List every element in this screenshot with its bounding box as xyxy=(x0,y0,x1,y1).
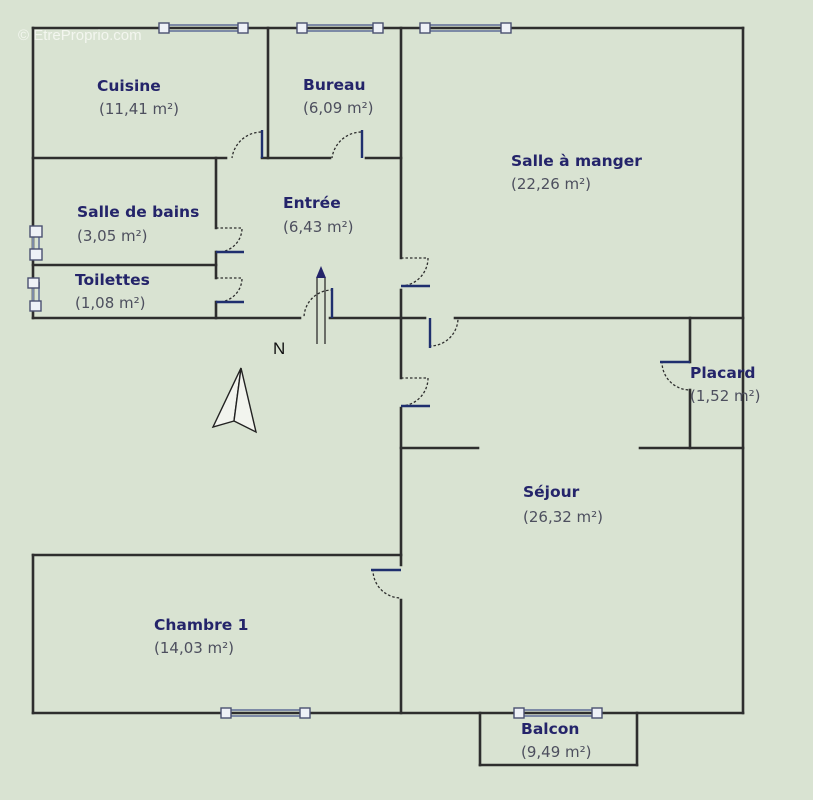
room-area: (6,09 m²) xyxy=(303,99,374,117)
room-area: (3,05 m²) xyxy=(77,227,148,245)
room-salle-a-manger: Salle à manger (22,26 m²) xyxy=(511,152,642,193)
room-balcon: Balcon (9,49 m²) xyxy=(521,720,592,761)
room-area: (14,03 m²) xyxy=(154,639,234,657)
room-area: (1,08 m²) xyxy=(75,294,146,312)
room-name: Séjour xyxy=(523,483,580,501)
north-label: N xyxy=(273,339,285,358)
room-name: Salle à manger xyxy=(511,152,642,170)
room-name: Entrée xyxy=(283,194,341,212)
room-cuisine: Cuisine (11,41 m²) xyxy=(97,77,179,118)
room-area: (11,41 m²) xyxy=(99,100,179,118)
room-name: Cuisine xyxy=(97,77,161,95)
room-entree: Entrée (6,43 m²) xyxy=(283,194,354,236)
room-name: Balcon xyxy=(521,720,579,738)
walls xyxy=(31,26,745,767)
room-area: (6,43 m²) xyxy=(283,218,354,236)
room-area: (26,32 m²) xyxy=(523,508,603,526)
north-arrow xyxy=(211,367,258,434)
room-bureau: Bureau (6,09 m²) xyxy=(303,76,374,117)
room-name: Placard xyxy=(690,364,756,382)
windows xyxy=(27,22,603,719)
room-sejour: Séjour (26,32 m²) xyxy=(523,483,603,526)
room-area: (9,49 m²) xyxy=(521,743,592,761)
room-area: (22,26 m²) xyxy=(511,175,591,193)
room-area: (1,52 m²) xyxy=(690,387,761,405)
entrance-arrow xyxy=(316,266,326,344)
room-salle-de-bains: Salle de bains (3,05 m²) xyxy=(77,203,199,245)
watermark: © EtreProprio.com xyxy=(18,27,142,44)
room-name: Bureau xyxy=(303,76,366,94)
room-toilettes: Toilettes (1,08 m²) xyxy=(75,271,150,312)
room-name: Chambre 1 xyxy=(154,616,248,634)
room-placard: Placard (1,52 m²) xyxy=(690,364,761,405)
room-name: Toilettes xyxy=(75,271,150,289)
room-name: Salle de bains xyxy=(77,203,199,221)
room-chambre-1: Chambre 1 (14,03 m²) xyxy=(154,616,248,657)
doors xyxy=(216,130,691,599)
